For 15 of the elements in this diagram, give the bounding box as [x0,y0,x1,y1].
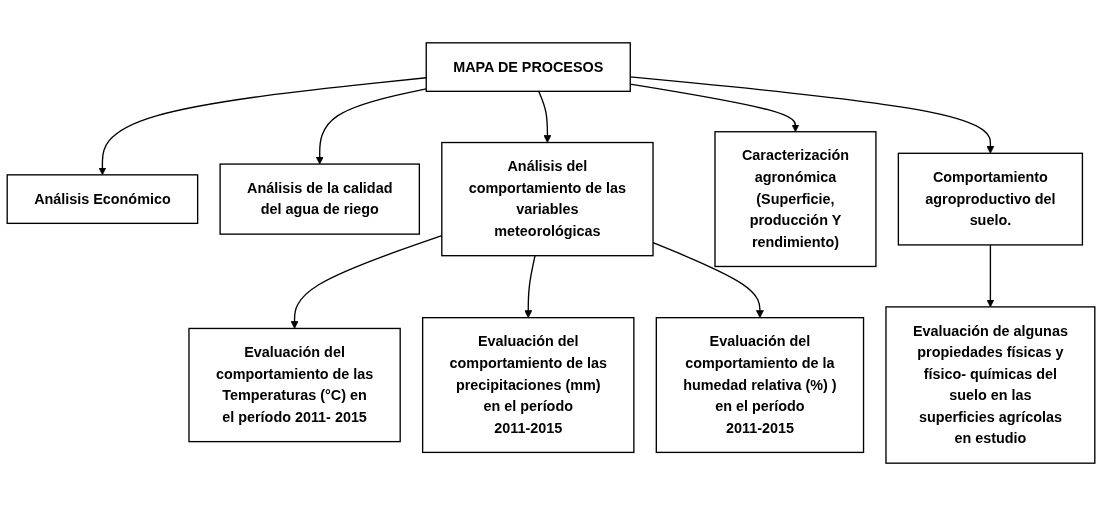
node-box: Evaluación de algunas propiedades físicas y físico- químicas del suelo en las superficies agrícolas en estudio [885,306,1096,464]
arrow [315,88,427,165]
node-box: Análisis del comportamiento de las variables meteorológicas [441,141,654,257]
arrow [986,244,995,308]
node-box: Análisis de la calidad del agua de riego [219,163,421,235]
node-box: Evaluación del comportamiento de las precipitaciones (mm) en el período 2011-2015 [421,317,635,454]
arrow [538,90,552,143]
node-box: Evaluación del comportamiento de la humedad relativa (%) ) en el período 2011-2015 [655,317,865,454]
node-box: Caracterización agronómica (Superficie, producción Y rendimiento) [714,131,877,268]
node-box: Evaluación del comportamiento de las Temperaturas (°C) en el período 2011- 2015 [188,327,401,443]
node-box: Comportamiento agroproductivo del suelo. [897,152,1084,246]
node-box: Análisis Económico [6,174,199,225]
node-box: MAPA DE PROCESOS [425,42,631,92]
arrow [524,255,536,319]
arrow [98,77,427,176]
